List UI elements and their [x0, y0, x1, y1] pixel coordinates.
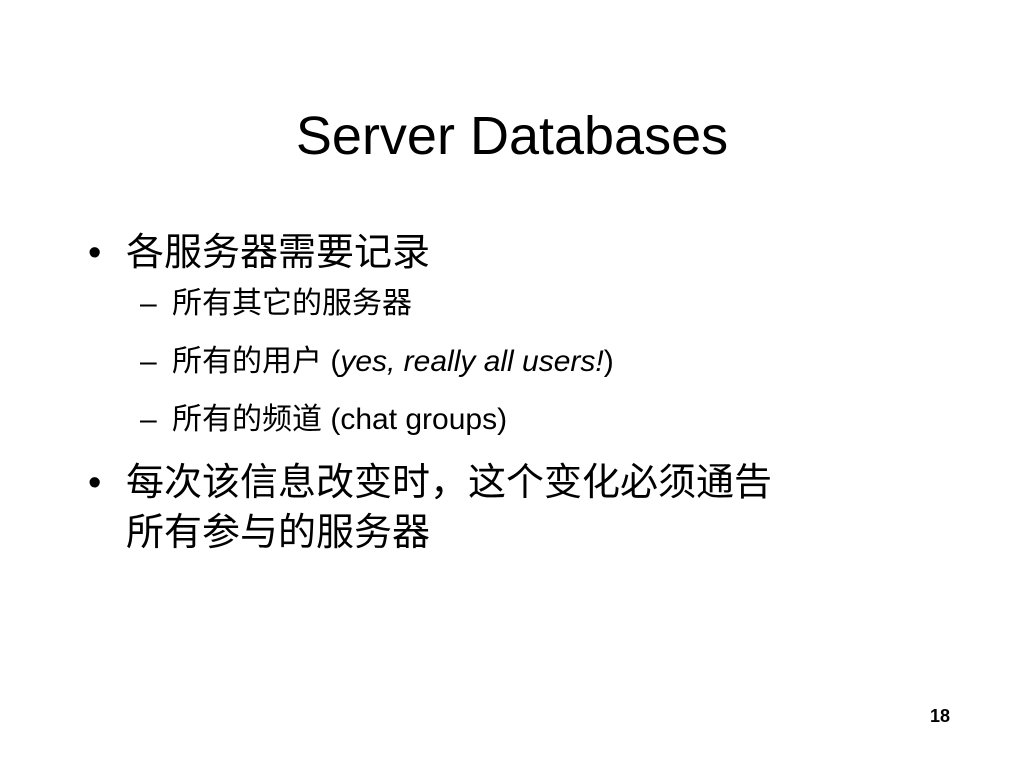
bullet-marker: • — [88, 232, 102, 274]
sub-item-text: 所有其它的服务器 — [172, 287, 412, 320]
slide-title: Server Databases — [295, 106, 729, 166]
sub-dash: – — [140, 345, 157, 378]
bullet-item-2: • 每次该信息改变时，这个变化必须通告 所有参与的服务器 — [88, 458, 938, 558]
slide-content: • 各服务器需要记录 – 所有其它的服务器 – 所有的用户 (yes, real… — [88, 228, 938, 564]
sub-dash: – — [140, 287, 157, 320]
sub-item-text-prefix: 所有的用户 ( — [172, 345, 341, 378]
sub-item-2: – 所有的用户 (yes, really all users!) — [88, 342, 938, 382]
sub-dash: – — [140, 403, 157, 436]
sub-item-text-italic: yes, really all users! — [340, 345, 604, 378]
sub-item-text: 所有的频道 (chat groups) — [172, 403, 508, 436]
sub-item-text-suffix: ) — [603, 345, 614, 378]
bullet-item-1: • 各服务器需要记录 — [88, 228, 938, 278]
page-number: 18 — [929, 706, 950, 726]
sub-item-1: – 所有其它的服务器 — [88, 284, 938, 324]
bullet-text-line-1: 每次该信息改变时，这个变化必须通告 — [126, 462, 773, 504]
sub-item-3: – 所有的频道 (chat groups) — [88, 400, 938, 440]
bullet-marker: • — [88, 462, 102, 504]
bullet-text-line-2: 所有参与的服务器 — [126, 512, 431, 554]
sub-list: – 所有其它的服务器 – 所有的用户 (yes, really all user… — [88, 284, 938, 440]
bullet-text: 各服务器需要记录 — [126, 232, 431, 274]
